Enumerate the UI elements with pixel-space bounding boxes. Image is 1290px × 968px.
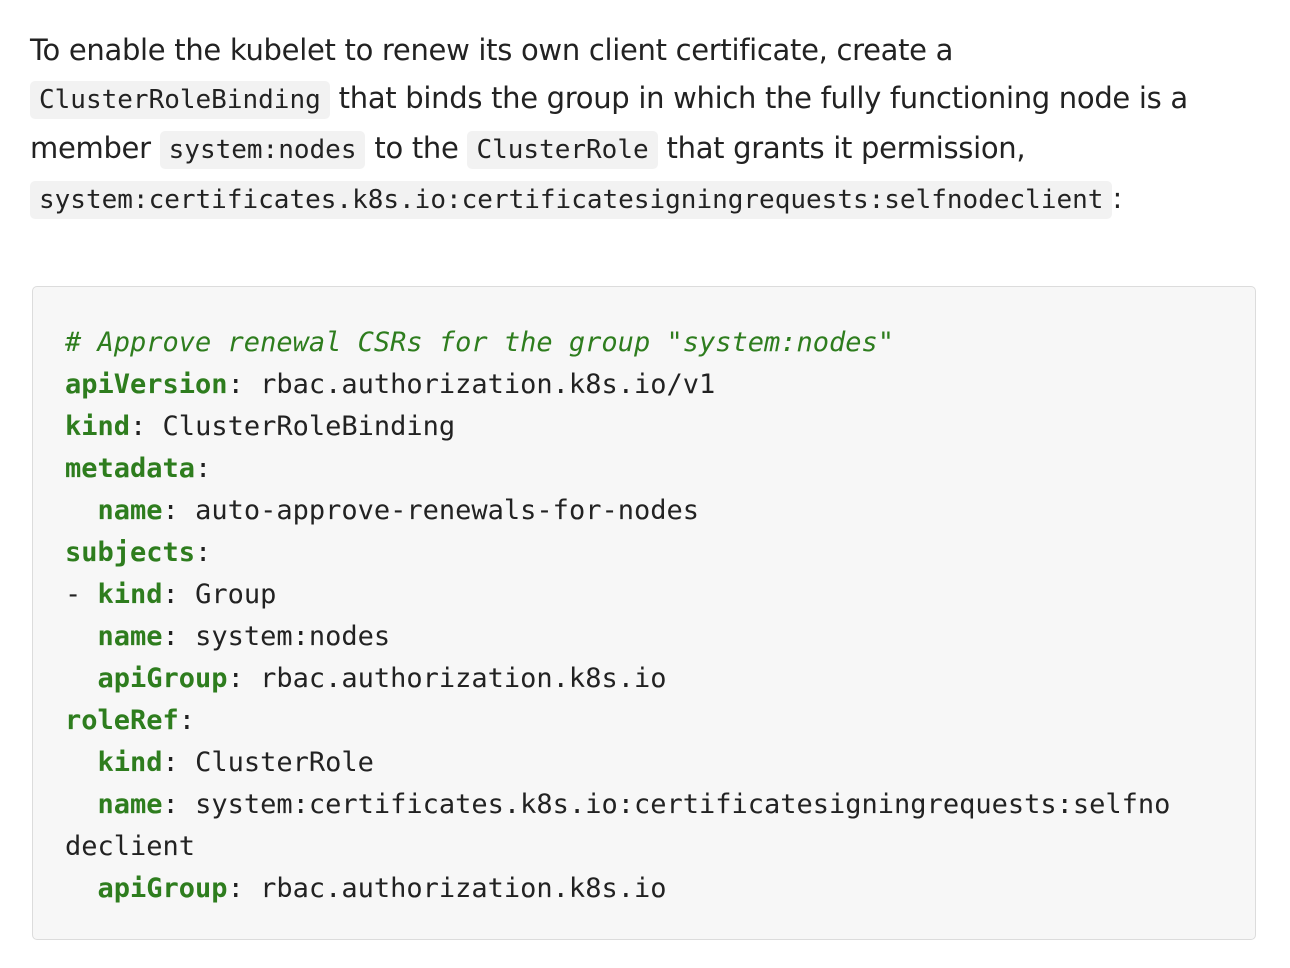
- yaml-value: ClusterRoleBinding: [146, 411, 456, 442]
- paragraph-text: to the: [365, 131, 468, 165]
- article-content: To enable the kubelet to renew its own c…: [30, 26, 1258, 224]
- yaml-line: subjects:: [65, 537, 211, 568]
- yaml-code: # Approve renewal CSRs for the group "sy…: [65, 322, 1225, 910]
- yaml-line: name: system:certificates.k8s.io:certifi…: [65, 789, 1170, 862]
- yaml-indent: -: [65, 579, 98, 610]
- inline-code-selfnodeclient: system:certificates.k8s.io:certificatesi…: [30, 181, 1113, 219]
- yaml-colon: :: [227, 369, 244, 400]
- yaml-indent: [65, 873, 98, 904]
- yaml-key: name: [97, 495, 163, 526]
- yaml-key: roleRef: [65, 705, 179, 736]
- yaml-indent: [65, 747, 98, 778]
- yaml-value: rbac.authorization.k8s.io/v1: [243, 369, 716, 400]
- intro-paragraph: To enable the kubelet to renew its own c…: [30, 26, 1258, 224]
- yaml-colon: :: [227, 873, 244, 904]
- yaml-key: kind: [97, 747, 163, 778]
- yaml-key: metadata: [65, 453, 196, 484]
- yaml-value: ClusterRole: [178, 747, 374, 778]
- paragraph-text: :: [1112, 181, 1122, 215]
- yaml-colon: :: [195, 537, 212, 568]
- yaml-key: apiGroup: [97, 873, 228, 904]
- yaml-indent: [65, 495, 98, 526]
- yaml-colon: :: [178, 705, 196, 736]
- yaml-key: apiVersion: [65, 369, 228, 400]
- yaml-key: kind: [65, 411, 131, 442]
- yaml-value: system:nodes: [178, 621, 391, 652]
- inline-code-system-nodes: system:nodes: [159, 131, 366, 169]
- paragraph-text: that binds the group in which the fully …: [30, 81, 1188, 165]
- yaml-key: name: [97, 789, 163, 820]
- yaml-colon: :: [162, 747, 179, 778]
- yaml-key: subjects: [65, 537, 196, 568]
- yaml-line: apiGroup: rbac.authorization.k8s.io: [65, 873, 667, 904]
- yaml-value: Group: [178, 579, 277, 610]
- yaml-line: kind: ClusterRoleBinding: [65, 411, 455, 442]
- yaml-value: auto-approve-renewals-for-nodes: [178, 495, 699, 526]
- yaml-key: apiGroup: [97, 663, 228, 694]
- yaml-colon: :: [162, 789, 179, 820]
- yaml-line: apiGroup: rbac.authorization.k8s.io: [65, 663, 667, 694]
- yaml-value: rbac.authorization.k8s.io: [243, 873, 667, 904]
- yaml-line: roleRef:: [65, 705, 195, 736]
- yaml-colon: :: [227, 663, 244, 694]
- yaml-indent: [65, 621, 98, 652]
- yaml-indent: [65, 789, 98, 820]
- paragraph-text: that grants it permission,: [657, 131, 1026, 165]
- yaml-indent: [65, 663, 98, 694]
- inline-code-clusterrole: ClusterRole: [467, 131, 658, 169]
- yaml-code-block: # Approve renewal CSRs for the group "sy…: [32, 286, 1256, 940]
- yaml-line: apiVersion: rbac.authorization.k8s.io/v1: [65, 369, 715, 400]
- yaml-colon: :: [162, 579, 179, 610]
- paragraph-text: To enable the kubelet to renew its own c…: [30, 33, 954, 67]
- yaml-line: kind: ClusterRole: [65, 747, 374, 778]
- yaml-value: rbac.authorization.k8s.io: [243, 663, 667, 694]
- yaml-colon: :: [130, 411, 147, 442]
- yaml-key: kind: [97, 579, 163, 610]
- inline-code-clusterrolebinding: ClusterRoleBinding: [30, 81, 330, 119]
- yaml-line: metadata:: [65, 453, 211, 484]
- yaml-line: name: auto-approve-renewals-for-nodes: [65, 495, 699, 526]
- yaml-comment: # Approve renewal CSRs for the group "sy…: [65, 327, 895, 358]
- yaml-line: - kind: Group: [65, 579, 276, 610]
- yaml-key: name: [97, 621, 163, 652]
- yaml-line: name: system:nodes: [65, 621, 391, 652]
- yaml-value: system:certificates.k8s.io:certificatesi…: [65, 789, 1171, 862]
- yaml-colon: :: [162, 495, 179, 526]
- yaml-colon: :: [195, 453, 212, 484]
- yaml-colon: :: [162, 621, 179, 652]
